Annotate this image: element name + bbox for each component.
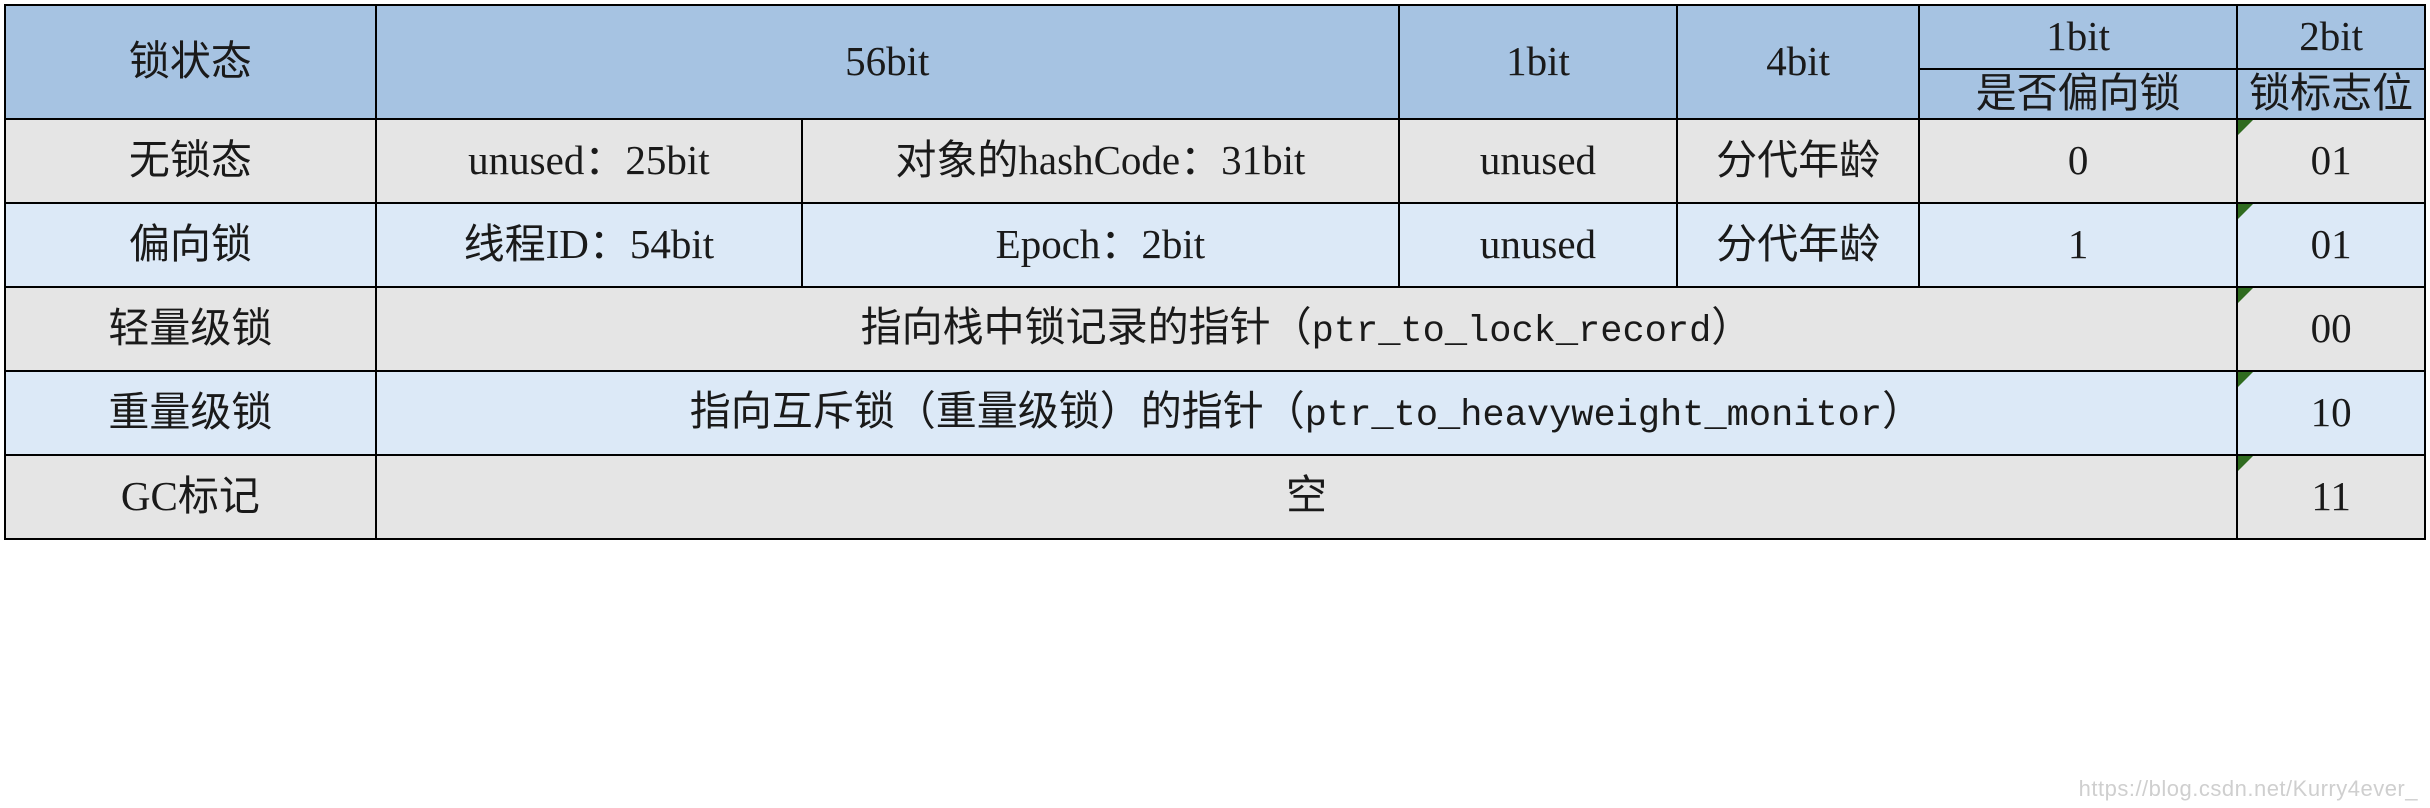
table-header-row-sub: 是否偏向锁 锁标志位 [5,68,2426,120]
row-biased-bit: 0 [1917,118,2239,204]
table-row: 无锁态 unused：25bit 对象的hashCode：31bit unuse… [4,118,2426,204]
header-cell-56bit: 56bit [374,4,1400,120]
row-age: 分代年龄 [1676,202,1920,288]
table-row: 重量级锁 指向互斥锁（重量级锁）的指针（ptr_to_heavyweight_m… [4,370,2426,456]
row-state-label: GC标记 [4,454,377,540]
row-wide-code: ptr_to_lock_record [1311,311,1712,354]
row-wide-text: 指向互斥锁（重量级锁）的指针（ [689,388,1305,435]
table-row: 偏向锁 线程ID：54bit Epoch：2bit unused 分代年龄 1 … [4,202,2426,288]
row-field-b: Epoch：2bit [801,202,1400,288]
row-state-label: 重量级锁 [4,370,377,456]
header-cell-1bit: 1bit [1397,4,1679,120]
row-age: 分代年龄 [1676,118,1920,204]
table-row: 轻量级锁 指向栈中锁记录的指针（ptr_to_lock_record） 00 [4,286,2426,372]
row-wide-text: 指向栈中锁记录的指针（ [860,304,1312,351]
row-field-b: 对象的hashCode：31bit [801,118,1400,204]
row-lock-flag-bits: 10 [2236,370,2426,456]
row-unused: unused [1397,202,1679,288]
row-lock-flag-bits: 11 [2236,454,2426,540]
header-cell-1bit-right: 1bit [1917,4,2239,70]
row-wide-description: 空 [374,454,2239,540]
table-row: GC标记 空 11 [4,454,2426,540]
watermark-text: https://blog.csdn.net/Kurry4ever_ [2078,776,2418,801]
java-object-header-lock-table: 锁状态 56bit 1bit 4bit 1bit 2bit 是否偏向锁 锁标志位… [4,4,2426,540]
row-field-a: unused：25bit [374,118,804,204]
row-field-a: 线程ID：54bit [374,202,804,288]
row-unused: unused [1397,118,1679,204]
header-cell-is-biased: 是否偏向锁 [1917,68,2239,120]
table-header-row-top: 锁状态 56bit 1bit 4bit 1bit 2bit [4,4,2426,120]
row-wide-tail: ） [1882,388,1924,435]
row-wide-description: 指向栈中锁记录的指针（ptr_to_lock_record） [374,286,2239,372]
row-state-label: 无锁态 [4,118,377,204]
row-wide-text: 空 [1285,472,1327,519]
header-cell-lock-state: 锁状态 [4,4,377,120]
row-lock-flag-bits: 01 [2236,118,2426,204]
row-biased-bit: 1 [1917,202,2239,288]
row-wide-description: 指向互斥锁（重量级锁）的指针（ptr_to_heavyweight_monito… [374,370,2239,456]
header-cell-4bit: 4bit [1676,4,1920,120]
row-state-label: 偏向锁 [4,202,377,288]
row-lock-flag-bits: 01 [2236,202,2426,288]
row-lock-flag-bits: 00 [2236,286,2426,372]
header-cell-lock-flag: 锁标志位 [2236,68,2426,120]
header-cell-2bit-right: 2bit [2236,4,2426,70]
row-wide-code: ptr_to_heavyweight_monitor [1304,395,1883,438]
spreadsheet-canvas: 锁状态 56bit 1bit 4bit 1bit 2bit 是否偏向锁 锁标志位… [0,4,2430,808]
row-state-label: 轻量级锁 [4,286,377,372]
row-wide-tail: ） [1711,304,1753,351]
